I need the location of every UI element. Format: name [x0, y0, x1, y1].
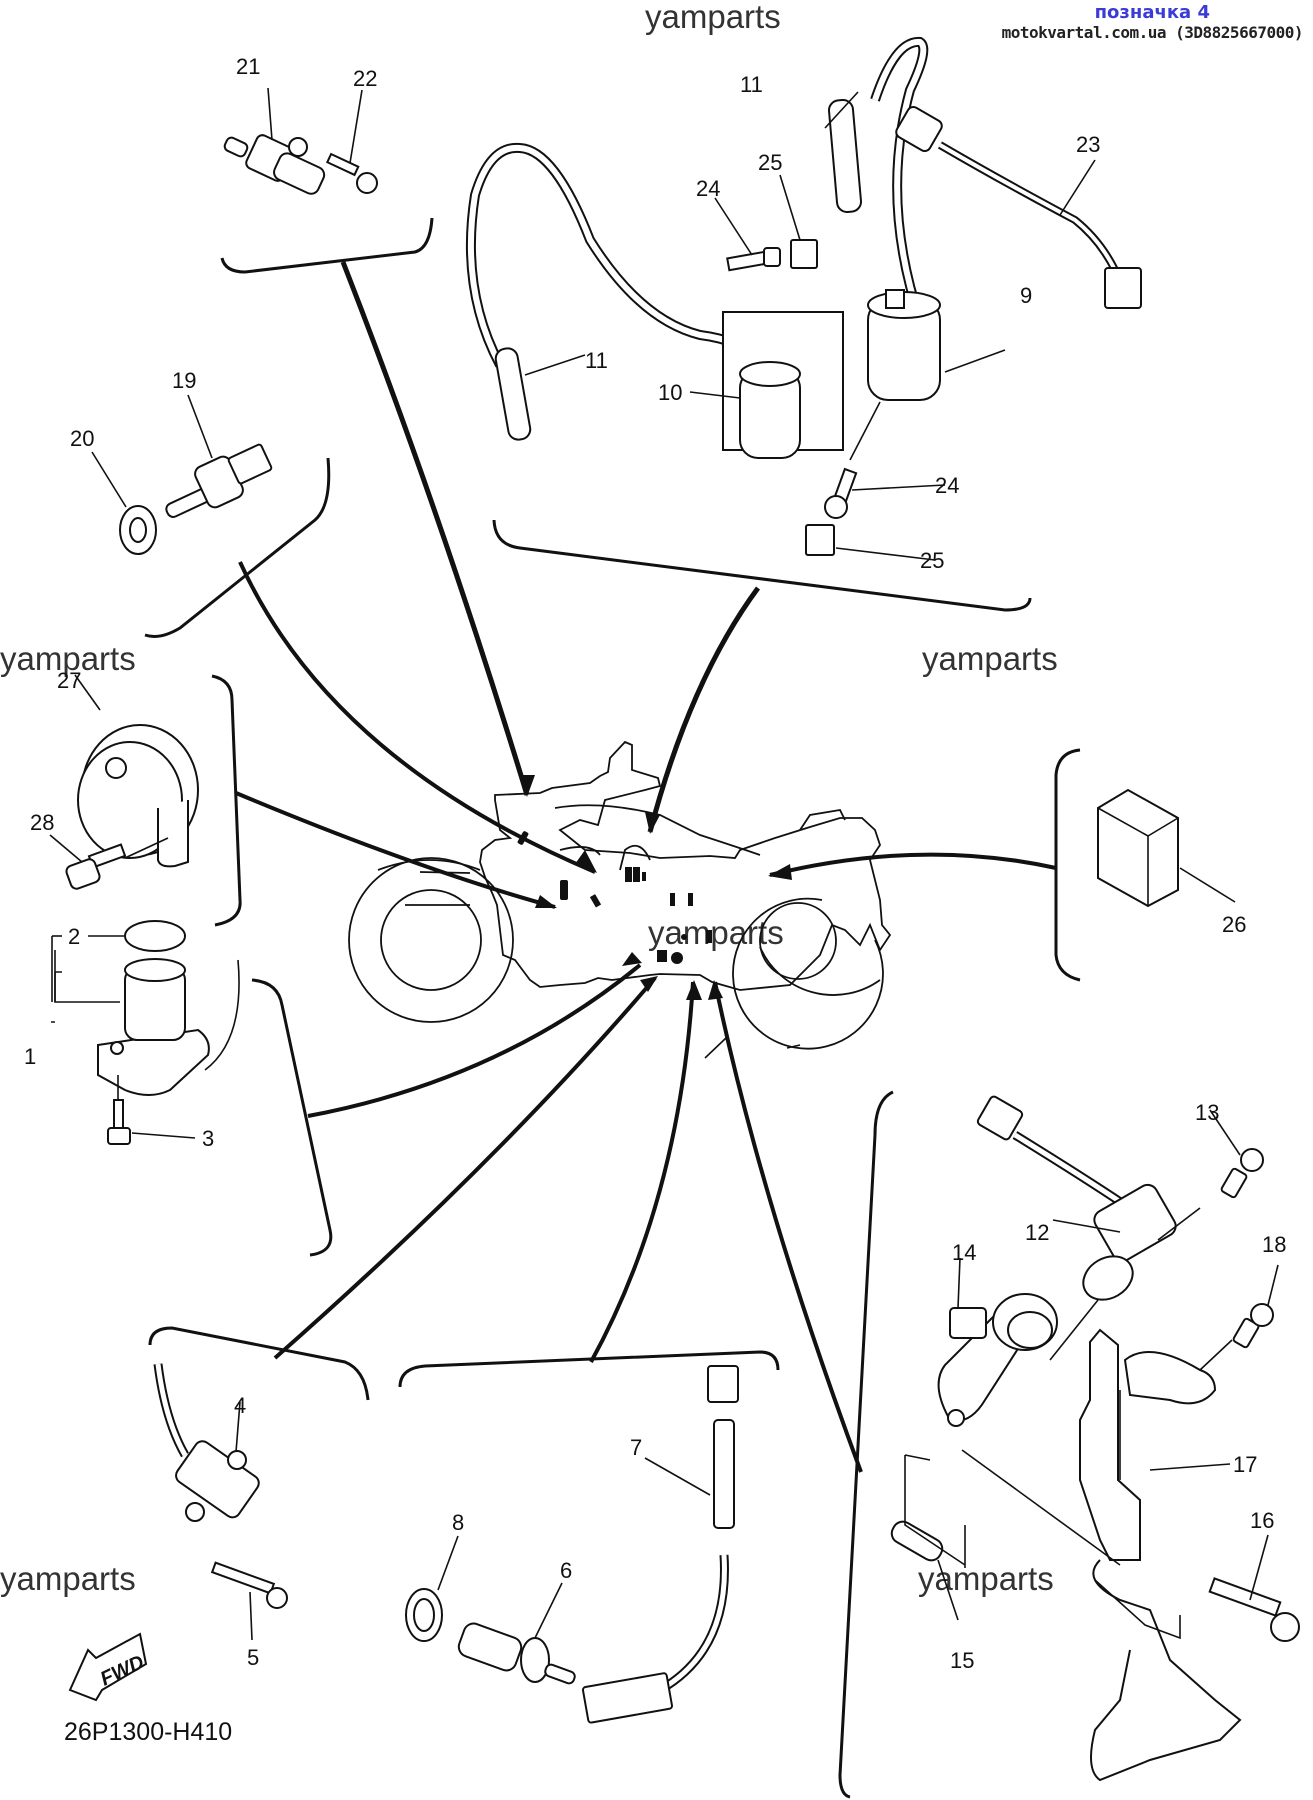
part-label: 8: [452, 1510, 464, 1535]
part-11-plug-cap-right: [824, 91, 863, 213]
part-25-clip-lower: [805, 524, 936, 561]
part-label: 4: [234, 1393, 246, 1418]
part-19-thermo-unit: [165, 394, 273, 518]
part-label: 22: [353, 66, 377, 91]
part-label: 24: [696, 176, 720, 201]
leader-lines: [235, 261, 1057, 1473]
diagram-code: 26P1300-H410: [64, 1718, 232, 1746]
part-7-lead-wire: [581, 1365, 739, 1724]
part-24-screw-lower: [824, 401, 946, 519]
part-20-washer: [91, 451, 157, 555]
part-4-fuel-sender: [153, 1363, 260, 1522]
part-label: 2: [68, 924, 80, 949]
part-27-horn: [74, 674, 199, 868]
watermark: yamparts: [922, 640, 1058, 677]
part-label: 20: [70, 426, 94, 451]
part-8-washer: [405, 1535, 459, 1642]
part-3-bolt: [107, 1075, 196, 1145]
bike-components: [517, 831, 712, 964]
part-22-screw: [325, 89, 378, 194]
part-2-o-ring: [51, 920, 186, 1002]
part-6-sensor: [457, 1582, 576, 1685]
watermark: yamparts: [918, 1560, 1054, 1597]
part-label: 26: [1222, 912, 1246, 937]
part-label: 6: [560, 1558, 572, 1583]
part-5-bolt: [210, 1561, 288, 1641]
watermark: yamparts: [645, 0, 781, 35]
fwd-arrow-icon: FWD: [68, 1632, 148, 1702]
part-13-bolt: [1209, 1109, 1264, 1199]
part-label: 21: [236, 54, 260, 79]
group-brackets: [144, 217, 1081, 1799]
part-label: 12: [1025, 1220, 1049, 1245]
part-9-ignition-coil: [867, 37, 1006, 401]
part-label: 27: [57, 668, 81, 693]
part-23-wire-lead: [895, 105, 1142, 309]
part-label: 5: [247, 1645, 259, 1670]
source-stamp: позначка 4 motokvartal.com.ua (3D8825667…: [1001, 2, 1304, 42]
part-label: 11: [585, 348, 608, 373]
stamp-subtitle: motokvartal.com.ua (3D8825667000): [1001, 23, 1304, 42]
part-label: 17: [1233, 1452, 1257, 1477]
part-21-temperature-sensor: [223, 87, 326, 195]
part-label: 13: [1195, 1100, 1219, 1125]
part-label: 1: [24, 1044, 36, 1069]
part-18-bolt: [1232, 1264, 1279, 1349]
part-1-neutral-switch: [51, 950, 240, 1096]
part-label: 3: [202, 1126, 214, 1151]
part-labels: 21 22 11 23 25 24 9 11 10 24 25 19 20 27…: [24, 54, 1286, 1673]
part-label: 10: [658, 380, 682, 405]
part-label: 16: [1250, 1508, 1274, 1533]
part-11-plug-cap-left: [465, 142, 785, 441]
watermark: yamparts: [0, 640, 136, 677]
part-label: 7: [630, 1435, 642, 1460]
part-label: 25: [758, 150, 782, 175]
part-15-pin: [890, 1520, 959, 1621]
part-label: 11: [740, 72, 763, 97]
part-12-speed-sensor: [976, 1095, 1177, 1301]
motorcycle-silhouette: [348, 740, 892, 1050]
watermark: yamparts: [648, 914, 784, 951]
part-label: 23: [1076, 132, 1100, 157]
part-25-clip-upper: [779, 174, 818, 269]
stamp-title: позначка 4: [1094, 2, 1210, 23]
part-label: 18: [1262, 1232, 1286, 1257]
part-16-bolt: [1208, 1534, 1300, 1642]
part-label: 9: [1020, 283, 1032, 308]
part-17-side-stand: [1079, 1328, 1242, 1782]
part-label: 25: [920, 548, 944, 573]
part-26-relay: [1097, 788, 1236, 908]
part-14-bracket: [937, 1257, 1058, 1427]
part-label: 15: [950, 1648, 974, 1673]
part-label: 19: [172, 368, 196, 393]
watermark: yamparts: [0, 1560, 136, 1597]
part-10-ignition-coil: [689, 311, 844, 459]
part-28-bolt: [49, 834, 169, 890]
part-label: 14: [952, 1240, 976, 1265]
assembly-guide-lines: [704, 1037, 1233, 1640]
part-label: 24: [935, 473, 959, 498]
part-label: 28: [30, 810, 54, 835]
part-24-screw-upper: [714, 197, 781, 272]
